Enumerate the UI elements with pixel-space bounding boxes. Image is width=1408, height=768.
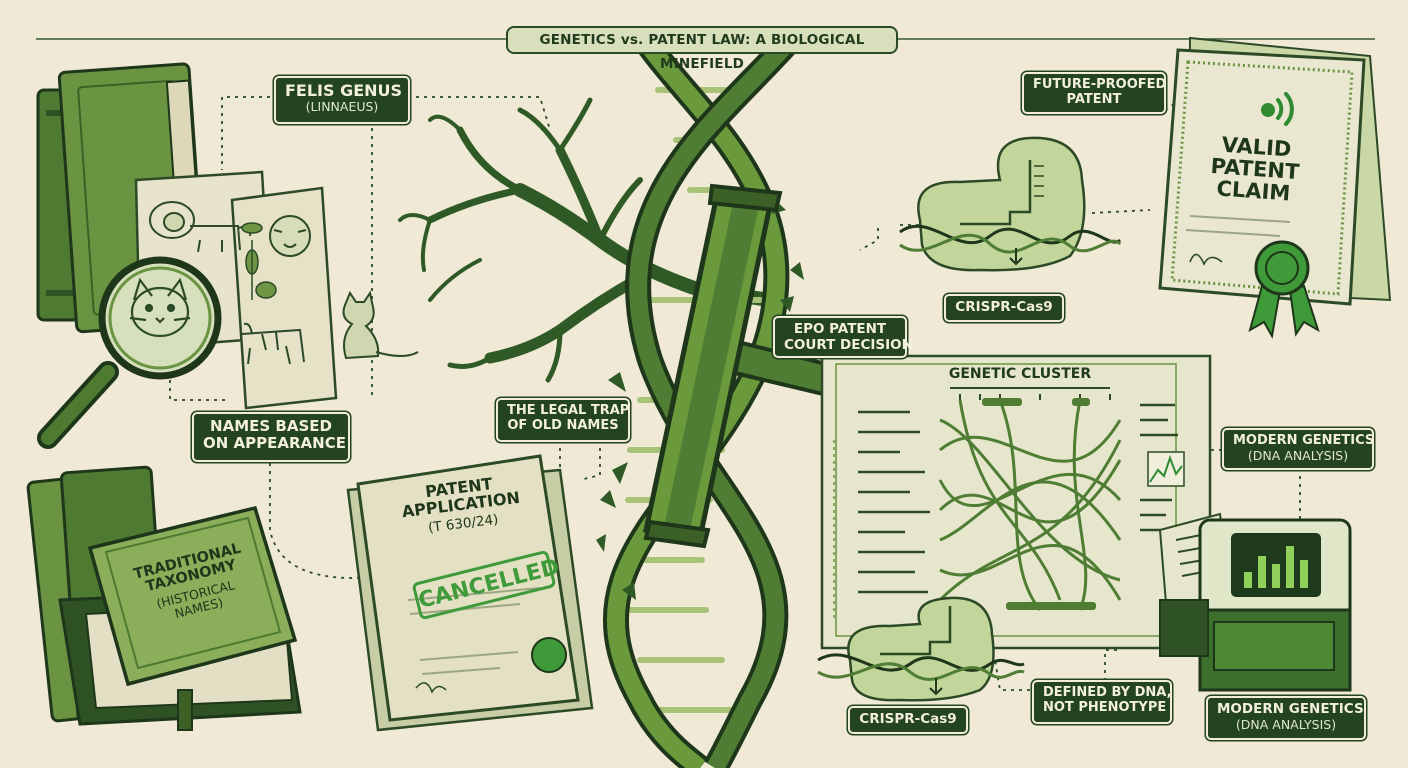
- modern-genetics-bottom-title: MODERN GENETICS: [1217, 701, 1364, 717]
- genetic-cluster-panel: [820, 354, 1212, 650]
- lion-icon: [149, 201, 252, 253]
- felis-genus-subtitle: (LINNAEUS): [305, 99, 379, 115]
- crispr-enzyme-icon: [899, 136, 1122, 272]
- future-proofed-line2: PATENT: [1066, 91, 1122, 107]
- modern-genetics-right-title: MODERN GENETICS: [1233, 433, 1375, 448]
- sketch-papers: [134, 170, 338, 410]
- traditional-taxonomy-books: [26, 465, 302, 731]
- legal-trap-line2: OF OLD NAMES: [507, 417, 619, 433]
- cat-face-icon: [129, 277, 191, 338]
- defined-by-dna-line1: DEFINED BY DNA,: [1043, 685, 1172, 700]
- chart-icon: [1147, 451, 1185, 487]
- felis-genus-title: FELIS GENUS: [285, 81, 403, 100]
- future-proofed-line1: FUTURE-PROOFED: [1033, 77, 1167, 92]
- plant-icon: [241, 222, 277, 300]
- modern-genetics-bottom-label: MODERN GENETICS (DNA ANALYSIS): [1206, 696, 1366, 740]
- defined-by-dna-label: DEFINED BY DNA, NOT PHENOTYPE: [1032, 680, 1172, 724]
- genetic-cluster-heading: GENETIC CLUSTER: [930, 366, 1110, 382]
- epo-court-decision-label: EPO PATENT COURT DECISION: [773, 316, 913, 358]
- epo-line1: EPO PATENT: [793, 321, 887, 337]
- dna-sequencer-icon: [1158, 512, 1352, 692]
- names-based-line2: ON APPEARANCE: [203, 434, 346, 453]
- crispr-bottom-label: CRISPR-Cas9: [848, 706, 968, 734]
- future-proofed-patent-label: FUTURE-PROOFED PATENT: [1022, 72, 1166, 114]
- tiger-icon: [241, 215, 311, 365]
- modern-genetics-bottom-subtitle: (DNA ANALYSIS): [1235, 716, 1337, 732]
- valid-patent-claim-title: VALID PATENT CLAIM: [1188, 132, 1322, 207]
- page-title: GENETICS vs. PATENT LAW: A BIOLOGICAL MI…: [506, 26, 898, 72]
- names-based-line1: NAMES BASED: [210, 417, 332, 435]
- defined-by-dna-line2: NOT PHENOTYPE: [1043, 699, 1167, 715]
- rosette-seal-icon: [1248, 240, 1320, 339]
- patent-application-document: [346, 454, 594, 732]
- valid-patent-certificate: [1158, 36, 1392, 339]
- modern-genetics-right-subtitle: (DNA ANALYSIS): [1247, 447, 1349, 463]
- felis-genus-label: FELIS GENUS (LINNAEUS): [274, 76, 410, 124]
- crispr-enzyme-icon-bottom: [817, 596, 1025, 702]
- magnifier-icon: [37, 256, 222, 449]
- names-based-on-appearance-label: NAMES BASED ON APPEARANCE: [192, 412, 350, 462]
- legal-trap-label: THE LEGAL TRAP OF OLD NAMES: [496, 398, 630, 442]
- legal-trap-line1: THE LEGAL TRAP: [507, 403, 630, 418]
- modern-genetics-right-label: MODERN GENETICS (DNA ANALYSIS): [1222, 428, 1374, 470]
- crispr-top-label: CRISPR-Cas9: [944, 294, 1064, 322]
- cat-icon: [342, 290, 419, 360]
- epo-line2: COURT DECISION: [784, 336, 913, 353]
